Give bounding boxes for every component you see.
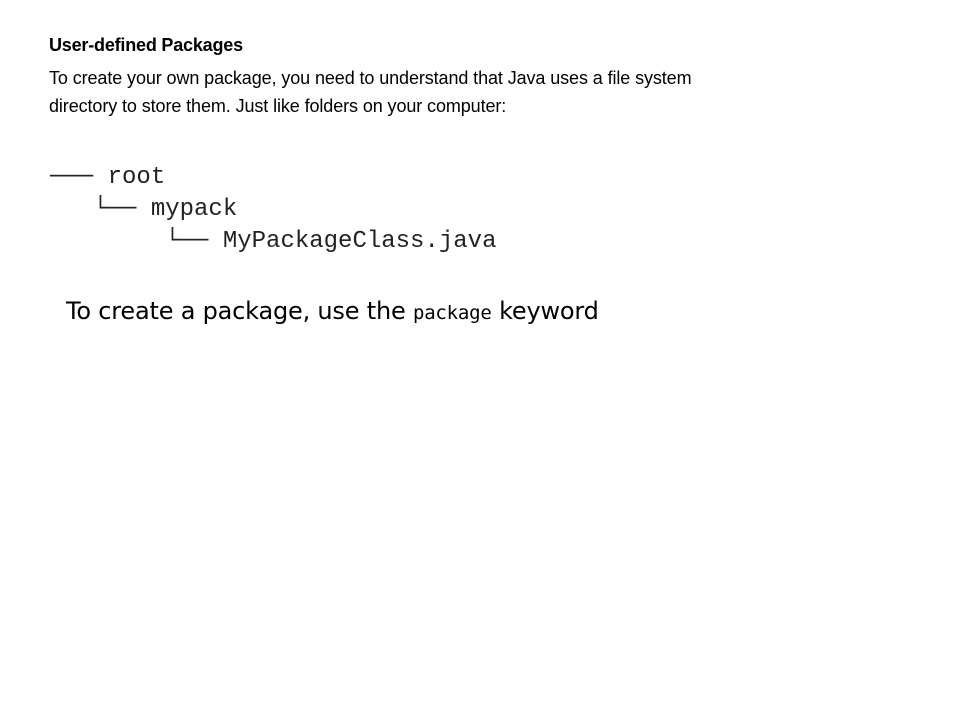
directory-tree: ─── root └── mypack └── MyPackageClass.j… bbox=[50, 162, 496, 258]
intro-paragraph: To create your own package, you need to … bbox=[49, 64, 909, 120]
tree-node-mypack: └── mypack bbox=[50, 196, 238, 223]
package-keyword: package bbox=[412, 302, 492, 324]
intro-line-2: directory to store them. Just like folde… bbox=[49, 96, 507, 116]
callout-text-after: keyword bbox=[491, 297, 599, 325]
tree-node-root: ─── root bbox=[50, 164, 166, 191]
intro-line-1: To create your own package, you need to … bbox=[49, 68, 692, 88]
tree-node-class-file: └── MyPackageClass.java bbox=[50, 228, 497, 255]
package-callout: To create a package, use the package key… bbox=[66, 295, 599, 329]
callout-text-before: To create a package, use the bbox=[66, 297, 413, 325]
slide-heading: User-defined Packages bbox=[49, 35, 243, 55]
